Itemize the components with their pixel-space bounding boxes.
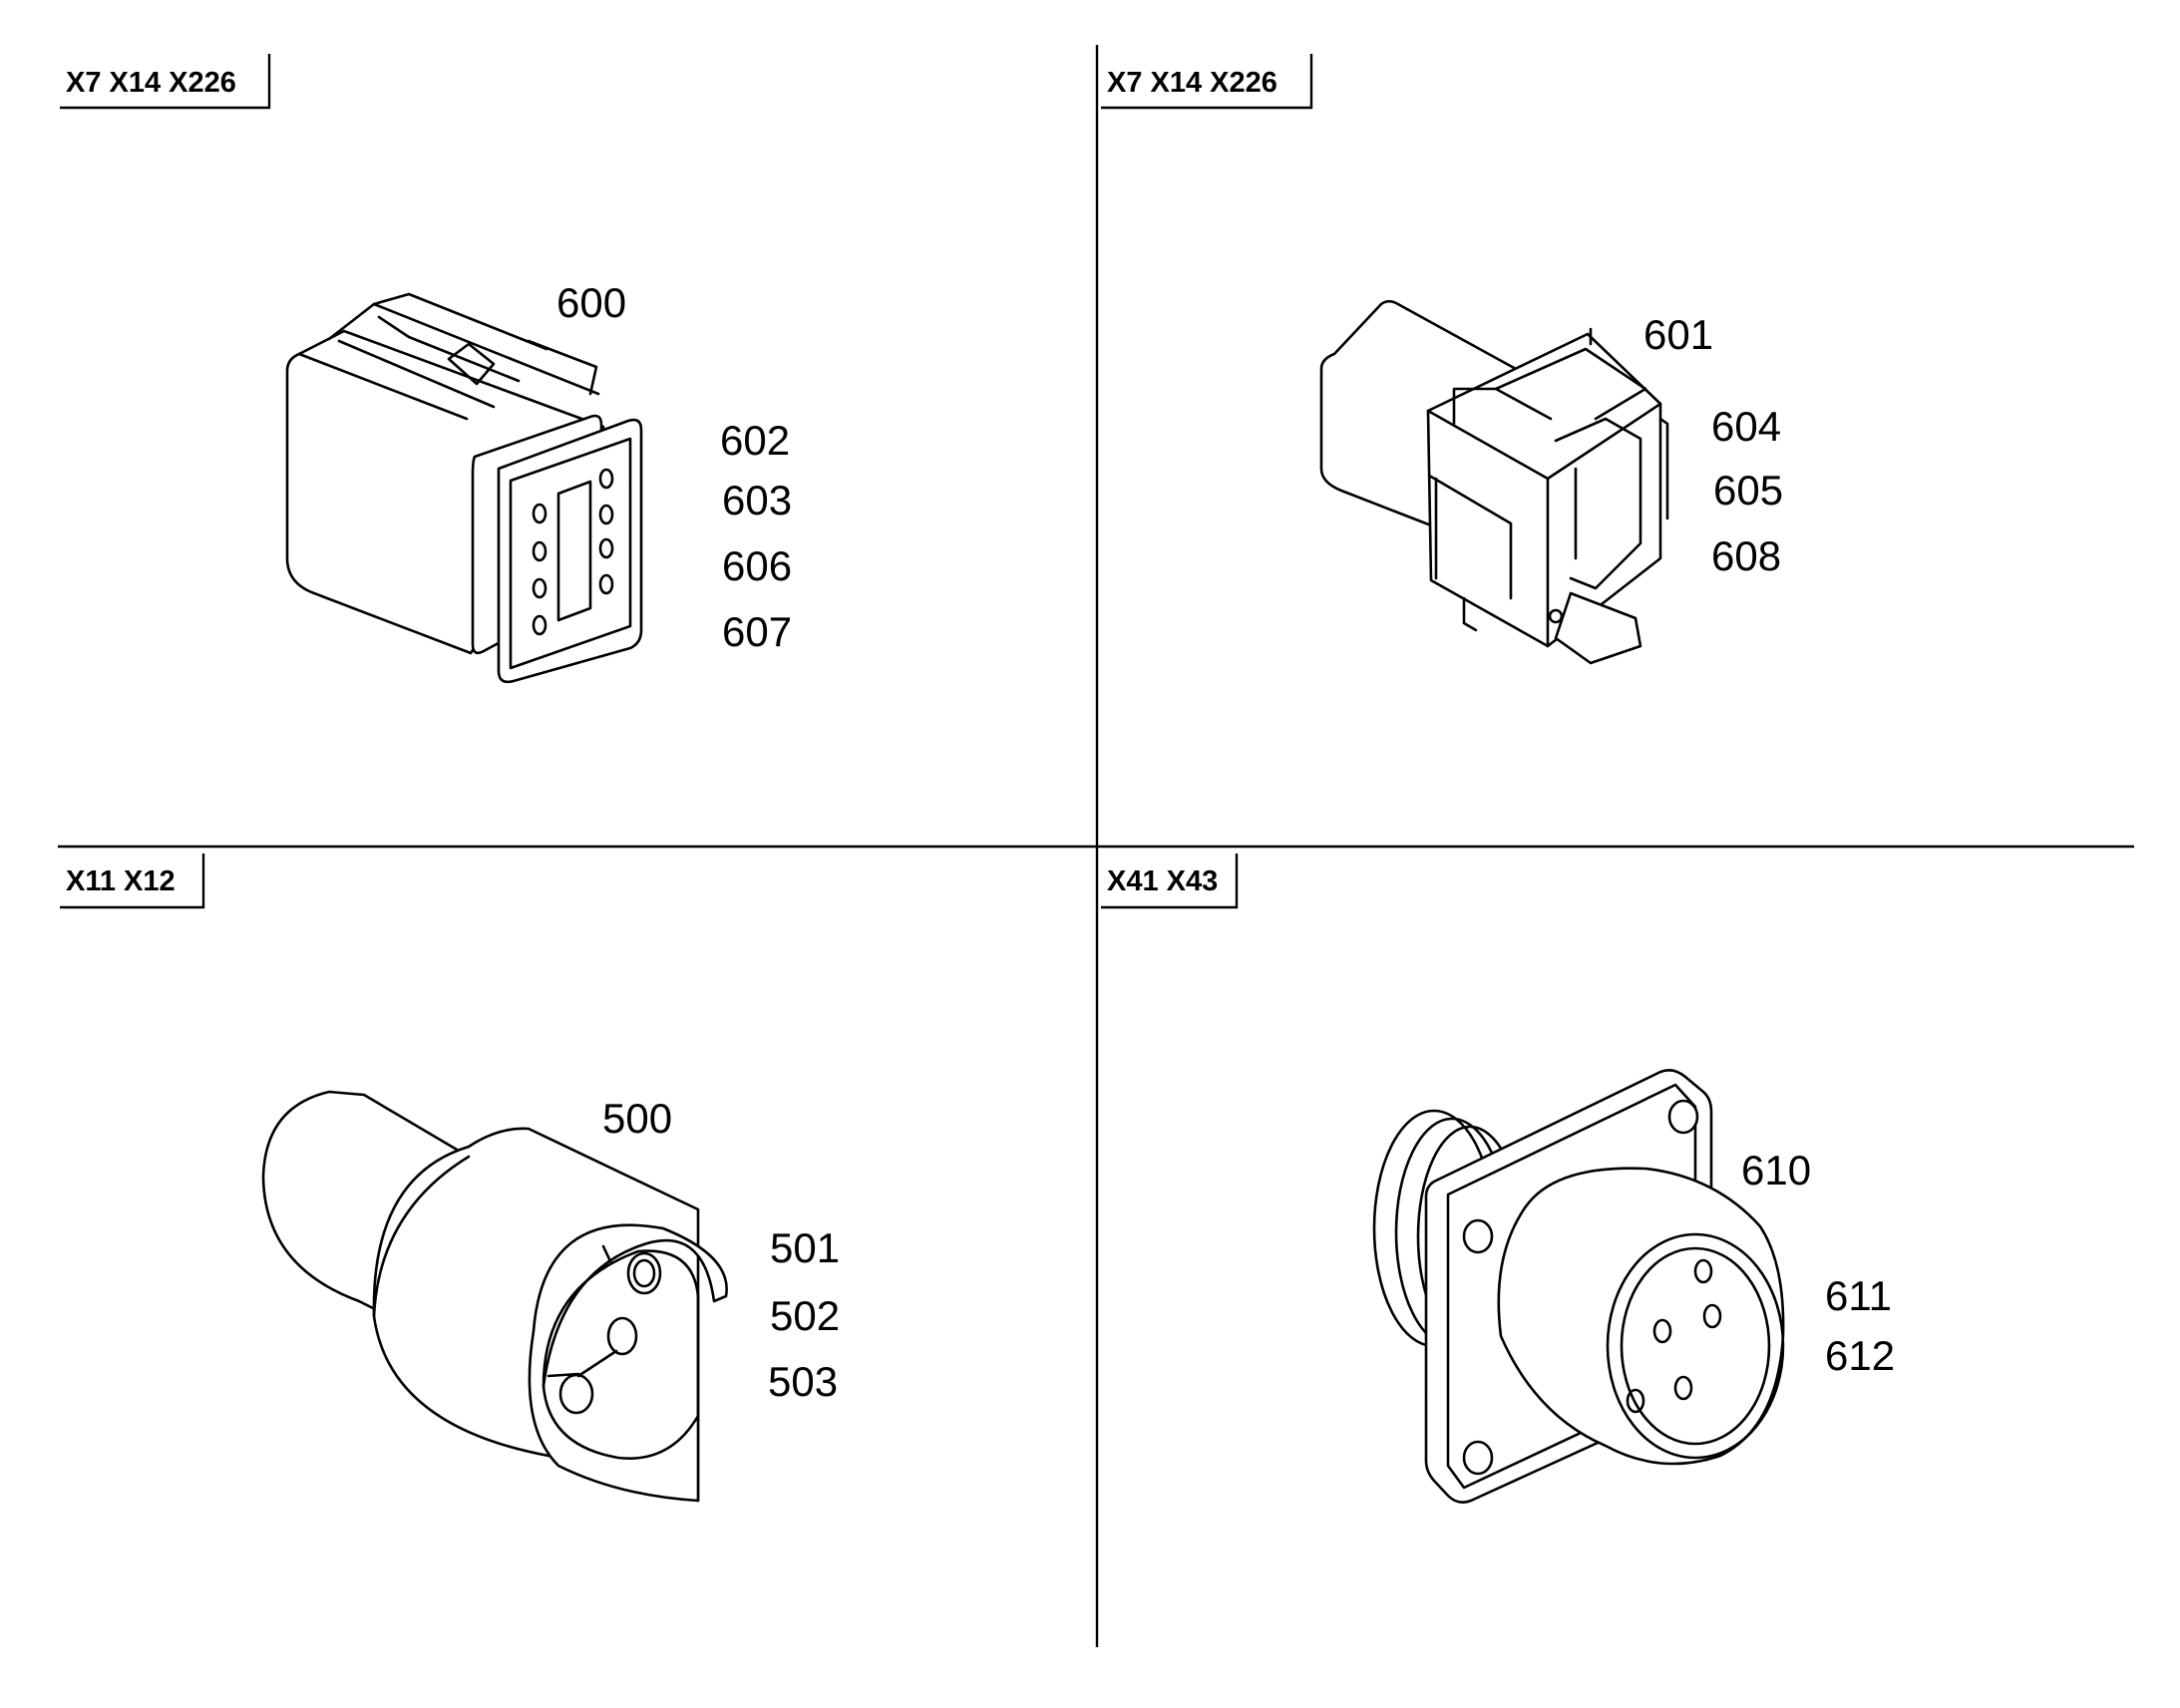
part-number: 601 bbox=[1643, 311, 1713, 358]
label-frame bbox=[1101, 54, 1313, 110]
label-frame bbox=[1101, 854, 1239, 909]
part-number: 603 bbox=[722, 477, 792, 523]
part-number: 612 bbox=[1825, 1332, 1895, 1379]
part-number: 610 bbox=[1741, 1147, 1811, 1194]
connector-label: X11 X12 bbox=[66, 865, 176, 897]
quadrant-bottom-right: X41 X43 610 611 612 bbox=[1101, 854, 1895, 1504]
label-frame bbox=[60, 854, 205, 909]
round-connector-drawing bbox=[261, 1090, 728, 1503]
part-number: 611 bbox=[1825, 1272, 1892, 1319]
quadrant-top-right: X7 X14 X226 601 604 605 608 bbox=[1101, 54, 1783, 665]
pin-holes bbox=[532, 468, 614, 636]
part-number: 501 bbox=[770, 1224, 840, 1271]
part-number: 600 bbox=[556, 279, 626, 326]
part-number: 604 bbox=[1711, 403, 1781, 450]
quadrant-top-left: X7 X14 X226 bbox=[60, 54, 792, 684]
part-number: 502 bbox=[770, 1292, 840, 1339]
part-number: 602 bbox=[720, 417, 790, 464]
part-number: 606 bbox=[722, 542, 792, 589]
part-number: 500 bbox=[602, 1095, 672, 1142]
label-frame bbox=[60, 54, 271, 110]
flange-connector-drawing bbox=[1372, 1069, 1785, 1504]
part-number: 605 bbox=[1713, 467, 1783, 513]
quadrant-bottom-left: X11 X12 500 501 502 503 bbox=[60, 854, 840, 1503]
connector-label: X7 X14 X226 bbox=[66, 67, 236, 99]
pin-holes bbox=[1626, 1258, 1722, 1414]
part-number: 608 bbox=[1711, 532, 1781, 579]
connector-label: X7 X14 X226 bbox=[1107, 67, 1277, 99]
socket-connector-drawing bbox=[1319, 299, 1669, 665]
part-number: 607 bbox=[722, 608, 792, 655]
rectangular-connector-drawing bbox=[285, 292, 643, 684]
connector-label: X41 X43 bbox=[1107, 865, 1218, 897]
part-number: 503 bbox=[768, 1358, 838, 1405]
